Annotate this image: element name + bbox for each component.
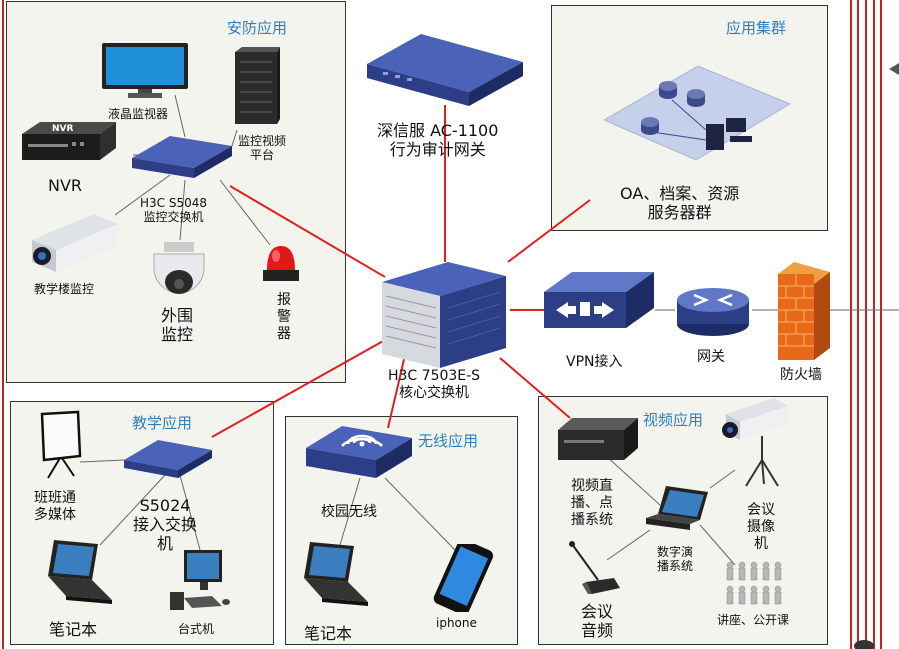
notebook-teaching-icon — [48, 540, 112, 604]
security-panel-title: 安防应用 — [227, 19, 288, 37]
dome-camera-icon — [153, 242, 205, 294]
iphone-icon — [433, 544, 494, 612]
class-multimedia-label: 班班通 多媒体 — [34, 490, 76, 523]
perimeter-monitor-label: 外围 监控 — [161, 306, 194, 344]
video-panel-title: 视频应用 — [643, 411, 704, 429]
core-switch-label: H3C 7503E-S 核心交换机 — [388, 368, 481, 401]
lcd-monitor-icon — [102, 43, 188, 98]
nvr-label: NVR — [48, 176, 83, 195]
digital-demo-laptop-icon — [646, 486, 708, 530]
desktop-label: 台式机 — [178, 622, 215, 636]
video-platform-server-icon — [235, 47, 280, 124]
iphone-label: iphone — [436, 616, 477, 630]
vpn-icon — [544, 272, 654, 328]
notebook-teaching-label: 笔记本 — [49, 620, 98, 639]
conference-microphone-icon — [569, 541, 620, 594]
digital-demo-label: 数字演 播系统 — [657, 545, 694, 573]
projector-screen-icon — [40, 410, 82, 479]
svg-text:NVR: NVR — [52, 124, 73, 134]
arrow-left-icon — [889, 63, 899, 75]
wireless-ap-icon — [306, 426, 412, 478]
gateway-router-icon — [677, 288, 749, 336]
conference-audio-label: 会议 音频 — [581, 602, 614, 640]
core-switch-icon — [382, 262, 506, 368]
nvr-icon: NVR — [22, 122, 116, 160]
server-cluster-icon — [602, 65, 792, 161]
teaching-panel-title: 教学应用 — [132, 414, 193, 432]
monitor-switch-icon — [132, 136, 232, 178]
conference-camera-icon — [722, 398, 788, 487]
building-monitor-label: 教学楼监控 — [34, 282, 95, 296]
alarm-icon — [263, 246, 299, 281]
server-cluster-label: OA、档案、资源 服务器群 — [620, 184, 740, 222]
campus-wireless-label: 校园无线 — [321, 504, 377, 520]
gateway-label: 网关 — [697, 349, 725, 365]
live-vod-label: 视频直 播、点 播系统 — [571, 478, 613, 528]
building-camera-icon — [32, 214, 118, 272]
live-vod-device-icon — [558, 418, 638, 460]
notebook-wireless-label: 笔记本 — [304, 624, 353, 643]
edge-device-icon — [854, 640, 874, 649]
access-switch-label: S5024 接入交换 机 — [133, 496, 198, 553]
firewall-icon — [778, 262, 830, 360]
audience-people-icon — [726, 561, 782, 605]
notebook-wireless-icon — [304, 542, 368, 606]
cluster-panel-title: 应用集群 — [726, 19, 787, 37]
audit-gateway-label: 深信服 AC-1100 行为审计网关 — [377, 121, 499, 159]
desktop-computer-icon — [170, 550, 230, 610]
lecture-label: 讲座、公开课 — [717, 613, 790, 627]
vpn-label: VPN接入 — [566, 354, 623, 370]
lcd-monitor-label: 液晶监视器 — [108, 107, 169, 121]
monitor-switch-label: H3C S5048 监控交换机 — [140, 196, 208, 224]
alarm-label: 报 警 器 — [277, 292, 291, 342]
conference-camera-label: 会议 摄像 机 — [747, 502, 775, 552]
video-platform-label: 监控视频 平台 — [238, 134, 287, 162]
audit-gateway-icon — [367, 34, 523, 106]
wireless-panel-title: 无线应用 — [418, 432, 479, 450]
firewall-label: 防火墙 — [780, 367, 822, 383]
access-switch-icon — [124, 440, 212, 478]
